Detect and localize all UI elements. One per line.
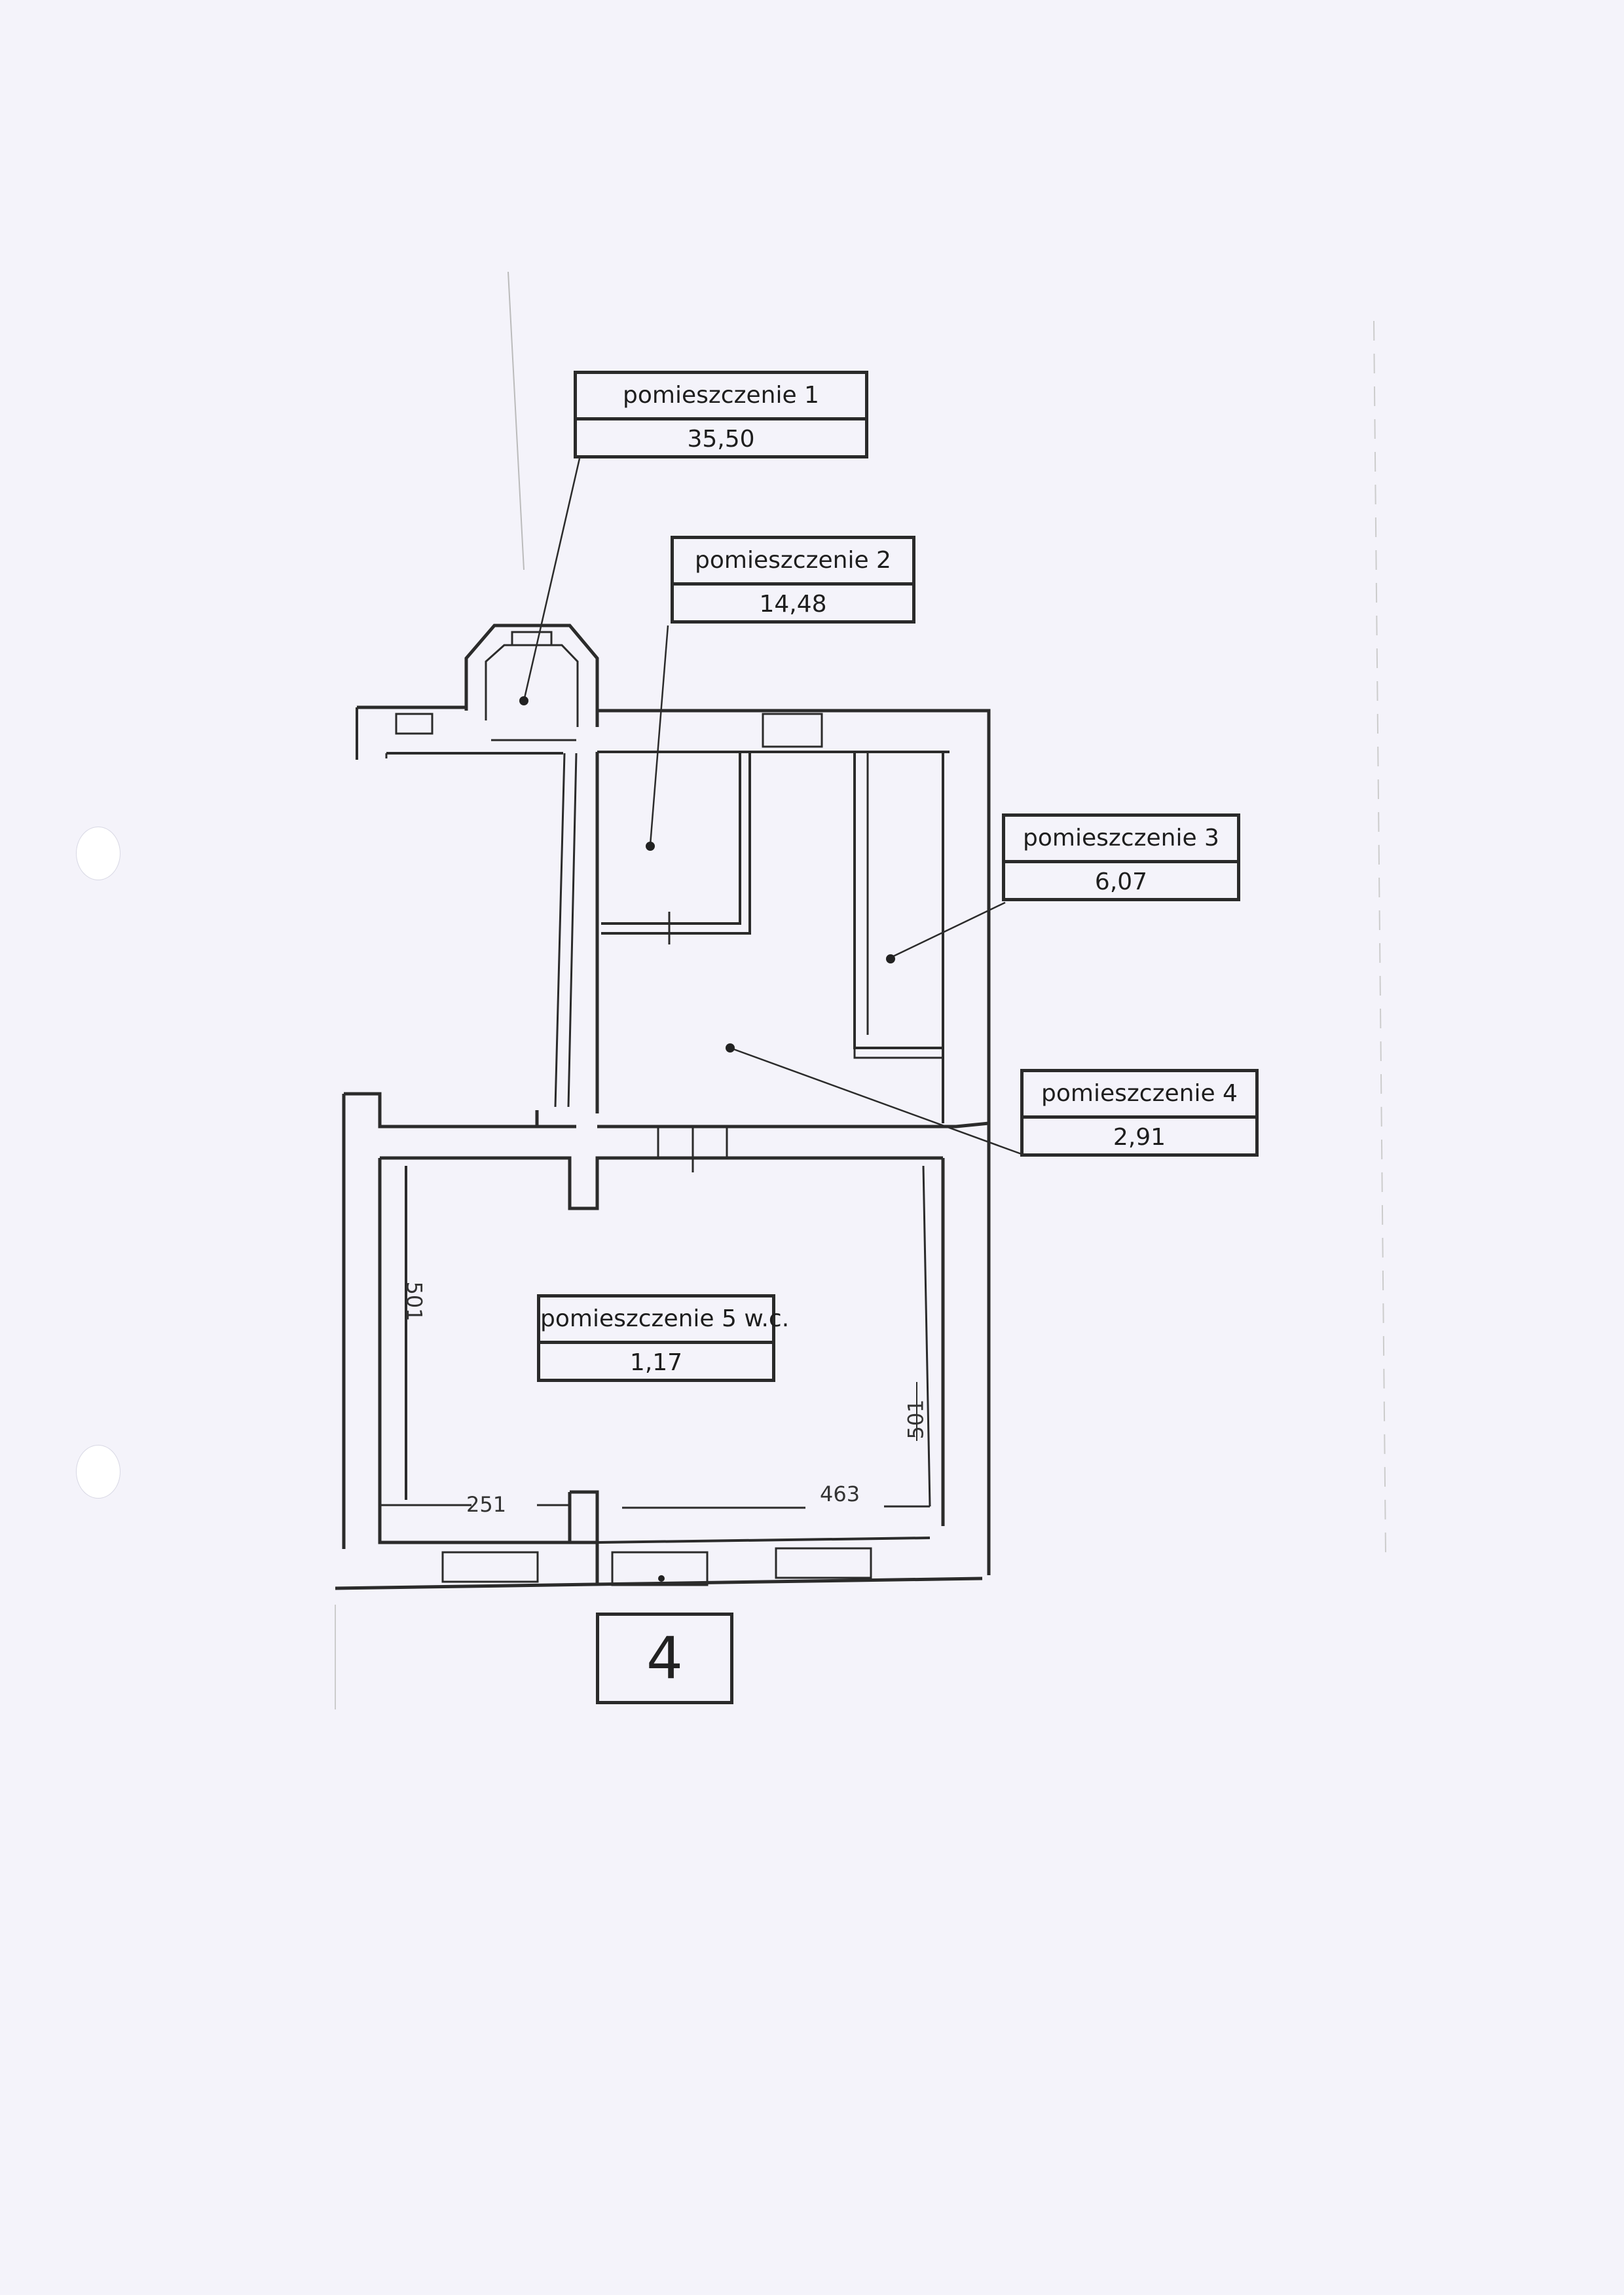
dimension-bottom-right: 463 (820, 1482, 860, 1506)
room-label-3: pomieszczenie 3 6,07 (1002, 813, 1240, 901)
page-number-box: 4 (596, 1613, 733, 1704)
dimension-left-height: 501 (401, 1281, 427, 1322)
room-4-name: pomieszczenie 2 (674, 539, 912, 586)
room-label-1: pomieszczenie 5 w.c. 1,17 (537, 1294, 789, 1382)
room-3-name: pomieszczenie 3 (1005, 817, 1237, 863)
room-3-area: 6,07 (1094, 868, 1148, 895)
room-2-name: pomieszczenie 4 (1024, 1072, 1255, 1119)
room-4-area: 14,48 (759, 591, 827, 618)
room-2-area: 2,91 (1113, 1124, 1166, 1151)
room-5-area: 35,50 (687, 426, 755, 453)
room-1-area: 1,17 (629, 1349, 683, 1376)
dimension-bottom-left: 251 (466, 1492, 507, 1517)
room-label-2: pomieszczenie 4 2,91 (1020, 1069, 1259, 1157)
punch-hole-bottom (76, 1445, 120, 1499)
room-1-name: pomieszczenie 5 w.c. (540, 1297, 789, 1344)
dimension-right-height: 501 (903, 1399, 929, 1440)
punch-hole-top (76, 827, 120, 880)
room-5-name: pomieszczenie 1 (577, 374, 865, 420)
room-label-5: pomieszczenie 1 35,50 (574, 371, 868, 458)
room-label-4: pomieszczenie 2 14,48 (671, 536, 915, 624)
